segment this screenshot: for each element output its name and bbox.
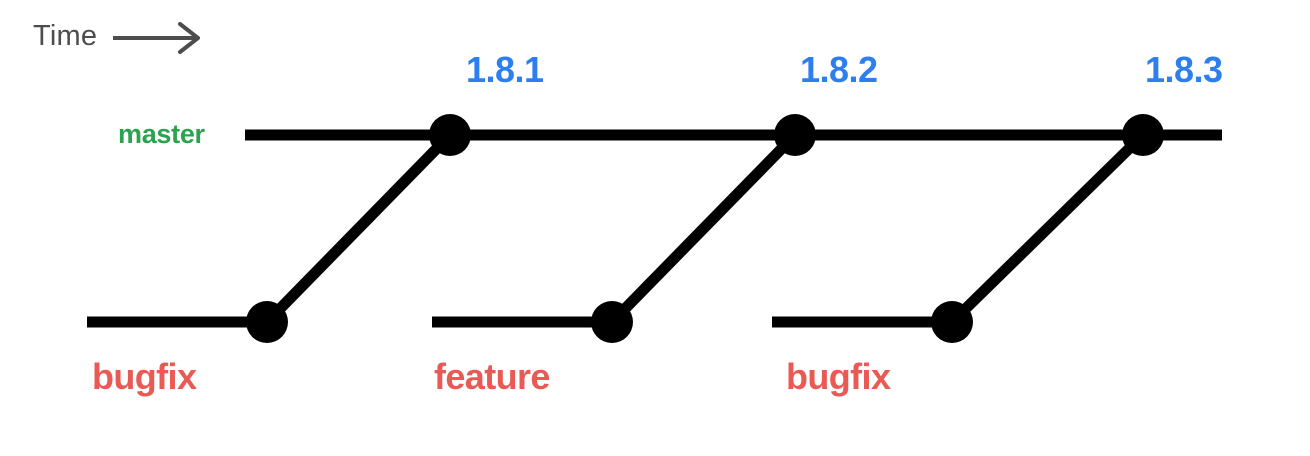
commit-dot-release-1-8-2[interactable] (774, 114, 816, 156)
master-branch-label: master (118, 119, 205, 149)
branch-label-bugfix-1: bugfix (92, 356, 197, 397)
merge-line-bugfix-1 (263, 131, 454, 326)
time-axis-label: Time (33, 20, 98, 52)
release-tag-2: 1.8.2 (800, 49, 878, 90)
branch-label-bugfix-2: bugfix (786, 356, 891, 397)
commit-dot-bugfix-1[interactable] (246, 301, 288, 343)
commit-dot-release-1-8-3[interactable] (1122, 114, 1164, 156)
time-arrow-icon (113, 22, 200, 54)
commit-dot-feature[interactable] (591, 301, 633, 343)
commit-dot-bugfix-2[interactable] (931, 301, 973, 343)
branch-label-feature: feature (434, 356, 550, 397)
merge-line-bugfix-2 (948, 131, 1147, 326)
release-tag-1: 1.8.1 (466, 49, 544, 90)
merge-line-feature (608, 131, 799, 326)
release-tag-3: 1.8.3 (1145, 49, 1223, 90)
commit-dot-release-1-8-1[interactable] (429, 114, 471, 156)
